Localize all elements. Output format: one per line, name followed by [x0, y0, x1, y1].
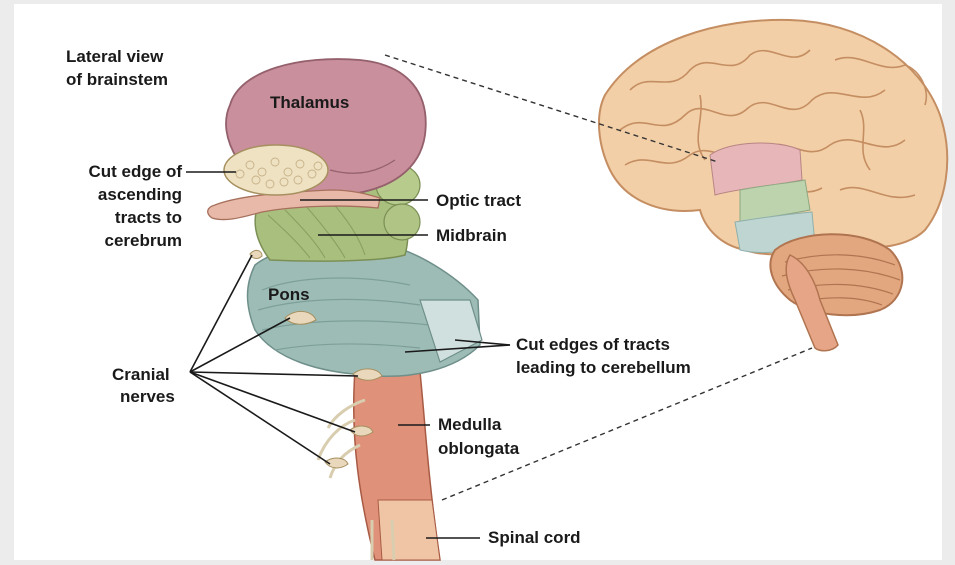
label-midbrain: Midbrain	[436, 226, 507, 245]
figure-title-line2: of brainstem	[66, 70, 168, 89]
brainstem-illustration	[208, 59, 482, 560]
label-cut-edge-line4: cerebrum	[105, 231, 182, 250]
label-pons: Pons	[268, 285, 310, 304]
label-cranial-line1: Cranial	[112, 365, 170, 384]
label-medulla-line2: oblongata	[438, 439, 520, 458]
label-thalamus: Thalamus	[270, 93, 349, 112]
label-cut-edge-line2: ascending	[98, 185, 182, 204]
label-cut-edge-line1: Cut edge of	[89, 162, 183, 181]
label-cut-edges-line1: Cut edges of tracts	[516, 335, 670, 354]
label-optic-tract: Optic tract	[436, 191, 521, 210]
whole-brain-illustration	[599, 20, 947, 351]
ascending-tracts-cut-edge	[224, 145, 328, 195]
label-medulla-line1: Medulla	[438, 415, 502, 434]
figure-title-line1: Lateral view	[66, 47, 164, 66]
label-cut-edges-line2: leading to cerebellum	[516, 358, 691, 377]
label-cranial-line2: nerves	[120, 387, 175, 406]
spinal-cord	[378, 500, 440, 560]
label-spinal-cord: Spinal cord	[488, 528, 581, 547]
label-cut-edge-line3: tracts to	[115, 208, 182, 227]
